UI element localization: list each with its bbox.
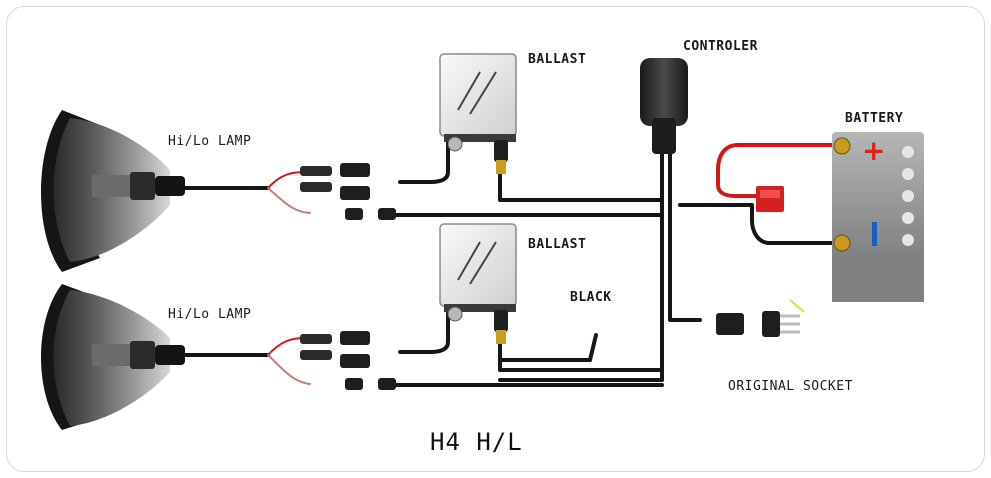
- lamp-top: [41, 110, 185, 272]
- battery: +: [832, 132, 924, 302]
- battery-negative-sign: [872, 222, 877, 246]
- label-lamp-bottom: Hi/Lo LAMP: [168, 307, 251, 322]
- ballast-top: [439, 53, 517, 174]
- label-battery: BATTERY: [845, 111, 903, 126]
- ballast-bottom: [439, 223, 517, 344]
- label-ballast-bottom: BALLAST: [528, 237, 586, 252]
- label-ballast-top: BALLAST: [528, 52, 586, 67]
- label-black: BLACK: [570, 290, 612, 305]
- battery-positive-sign: +: [862, 134, 885, 167]
- fuse: [756, 186, 784, 212]
- original-socket: [716, 299, 805, 337]
- lamp-bottom: [41, 284, 185, 430]
- label-original-socket: ORIGINAL SOCKET: [728, 379, 853, 394]
- connectors-top: [300, 163, 396, 220]
- diagram-title: H4 H/L: [430, 428, 523, 456]
- label-controller: CONTROLER: [683, 39, 758, 54]
- controller-unit: [640, 58, 688, 154]
- connectors-bottom: [300, 331, 396, 390]
- label-lamp-top: Hi/Lo LAMP: [168, 134, 251, 149]
